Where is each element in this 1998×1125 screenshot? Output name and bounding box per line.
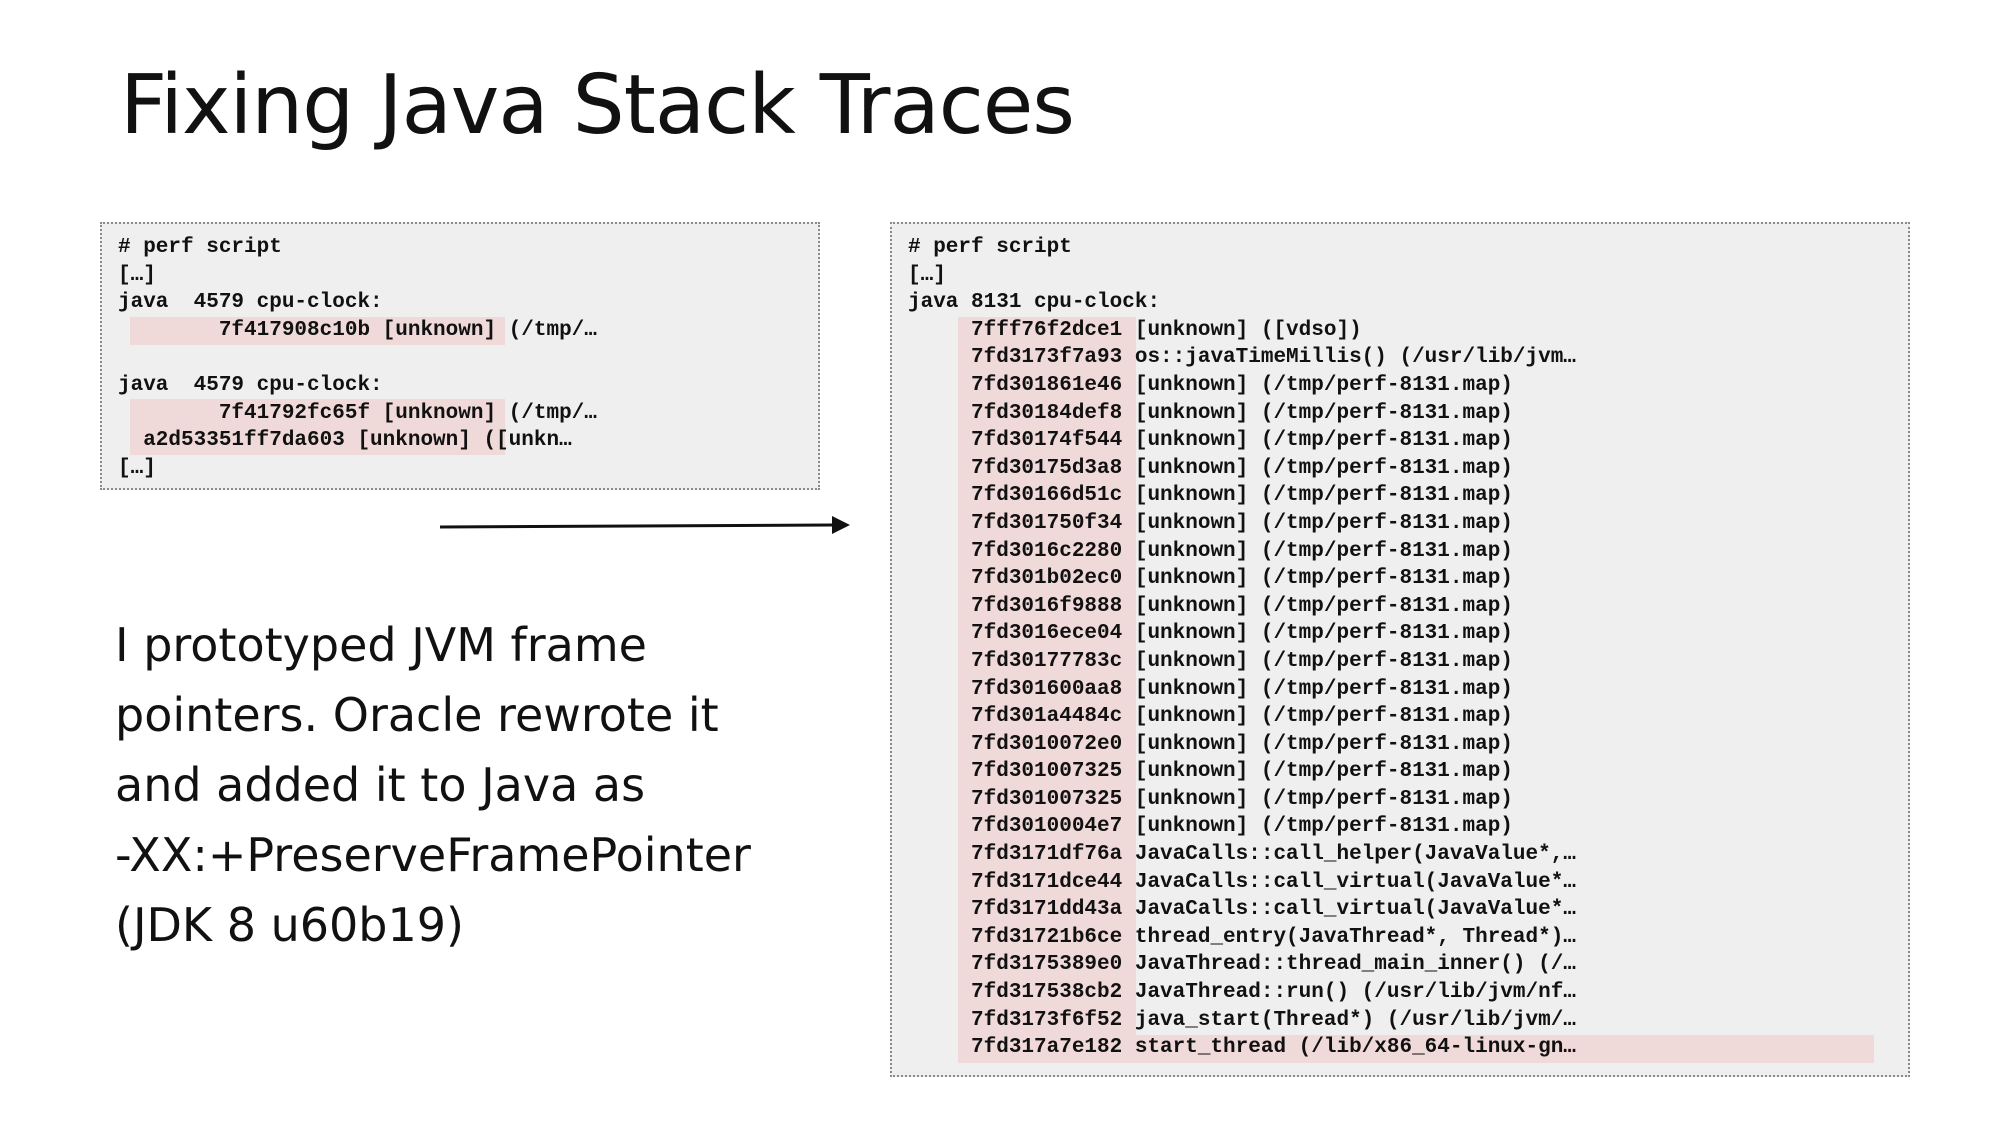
code-line: 7fd301b02ec0 [unknown] (/tmp/perf-8131.m… — [908, 567, 1513, 591]
code-line: 7fd317a7e182 start_thread (/lib/x86_64-l… — [908, 1036, 1576, 1060]
code-line: 7fd301750f34 [unknown] (/tmp/perf-8131.m… — [908, 511, 1513, 535]
code-line: 7fd3173f7a93 os::javaTimeMillis() (/usr/… — [908, 346, 1576, 370]
code-line: 7fd30174f544 [unknown] (/tmp/perf-8131.m… — [908, 429, 1513, 453]
code-line: 7f41792fc65f [unknown] (/tmp/… — [118, 401, 597, 425]
description-line: and added it to Java as — [115, 758, 646, 812]
description-line: (JDK 8 u60b19) — [115, 898, 464, 952]
code-line: 7fd30184def8 [unknown] (/tmp/perf-8131.m… — [908, 401, 1513, 425]
code-line: java 8131 cpu-clock: — [908, 291, 1161, 315]
code-line: 7fd301861e46 [unknown] (/tmp/perf-8131.m… — [908, 373, 1513, 397]
code-line: 7fd3171df76a JavaCalls::call_helper(Java… — [908, 843, 1576, 867]
code-line: […] — [118, 456, 156, 480]
code-line: 7fd30166d51c [unknown] (/tmp/perf-8131.m… — [908, 484, 1513, 508]
code-line: 7fd30177783c [unknown] (/tmp/perf-8131.m… — [908, 649, 1513, 673]
code-line: 7fff76f2dce1 [unknown] ([vdso]) — [908, 318, 1362, 342]
code-line: 7fd3010004e7 [unknown] (/tmp/perf-8131.m… — [908, 815, 1513, 839]
highlight-left-frame-2 — [130, 399, 505, 455]
highlight-left-frame-1 — [130, 317, 505, 345]
arrow-right-icon — [440, 516, 850, 534]
perf-script-output-before: # perf script […] java 4579 cpu-clock: 7… — [100, 222, 820, 490]
description-text: I prototyped JVM frame pointers. Oracle … — [115, 610, 835, 960]
code-line: 7fd301600aa8 [unknown] (/tmp/perf-8131.m… — [908, 677, 1513, 701]
perf-script-output-after: # perf script […] java 8131 cpu-clock: 7ff… — [890, 222, 1910, 1077]
highlight-right-last-frame — [1136, 1035, 1874, 1063]
description-line: -XX:+PreserveFramePointer — [115, 828, 751, 882]
code-line: 7fd3171dce44 JavaCalls::call_virtual(Jav… — [908, 870, 1576, 894]
code-line: 7fd3016ece04 [unknown] (/tmp/perf-8131.m… — [908, 622, 1513, 646]
code-line: […] — [118, 263, 156, 287]
code-line: 7fd3171dd43a JavaCalls::call_virtual(Jav… — [908, 898, 1576, 922]
code-line: 7fd301a4484c [unknown] (/tmp/perf-8131.m… — [908, 705, 1513, 729]
code-line: […] — [908, 263, 946, 287]
slide-title: Fixing Java Stack Traces — [120, 58, 1075, 153]
description-line: pointers. Oracle rewrote it — [115, 688, 719, 742]
code-line: a2d53351ff7da603 [unknown] ([unkn… — [118, 429, 572, 453]
highlight-right-addresses — [958, 317, 1136, 1063]
code-line: 7fd3175389e0 JavaThread::thread_main_inn… — [908, 953, 1576, 977]
code-line: 7fd3016f9888 [unknown] (/tmp/perf-8131.m… — [908, 594, 1513, 618]
code-line: 7fd3010072e0 [unknown] (/tmp/perf-8131.m… — [908, 732, 1513, 756]
code-line: 7fd317538cb2 JavaThread::run() (/usr/lib… — [908, 981, 1576, 1005]
code-line: java 4579 cpu-clock: — [118, 291, 383, 315]
code-line: 7f417908c10b [unknown] (/tmp/… — [118, 318, 597, 342]
code-line: # perf script — [118, 236, 282, 259]
code-line: 7fd30175d3a8 [unknown] (/tmp/perf-8131.m… — [908, 456, 1513, 480]
code-line: 7fd31721b6ce thread_entry(JavaThread*, T… — [908, 925, 1576, 949]
code-line — [118, 344, 818, 372]
description-line: I prototyped JVM frame — [115, 618, 647, 672]
code-line: 7fd301007325 [unknown] (/tmp/perf-8131.m… — [908, 760, 1513, 784]
code-line: 7fd3016c2280 [unknown] (/tmp/perf-8131.m… — [908, 539, 1513, 563]
code-line: # perf script — [908, 236, 1072, 259]
code-line: java 4579 cpu-clock: — [118, 373, 383, 397]
code-line: 7fd3173f6f52 java_start(Thread*) (/usr/l… — [908, 1008, 1576, 1032]
code-line: 7fd301007325 [unknown] (/tmp/perf-8131.m… — [908, 787, 1513, 811]
